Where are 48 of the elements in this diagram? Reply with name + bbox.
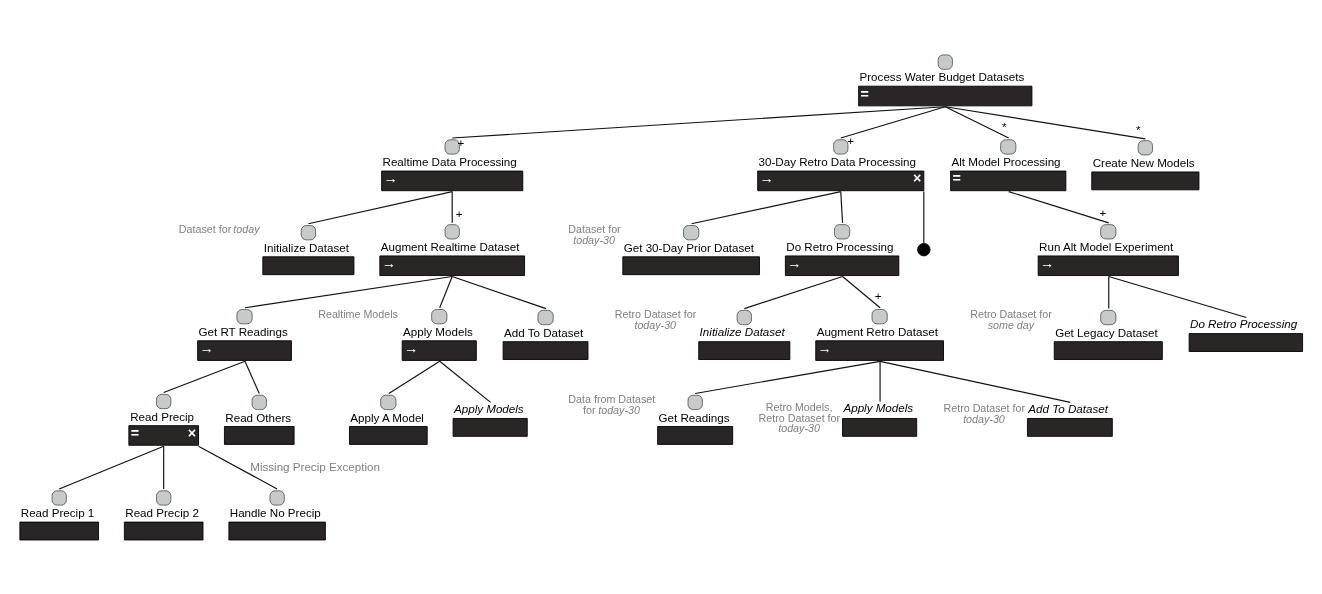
node-label: Data from Dataset for today-30 bbox=[568, 392, 656, 416]
node-label: Retro Dataset for some day bbox=[970, 308, 1052, 331]
node-label: Apply Models bbox=[453, 401, 524, 415]
connector bbox=[451, 275, 547, 310]
edge-label: + bbox=[847, 134, 854, 148]
connector bbox=[691, 191, 842, 225]
connector bbox=[840, 191, 844, 224]
edge-label: + bbox=[874, 289, 882, 303]
connector bbox=[244, 360, 260, 395]
node-circle bbox=[917, 242, 931, 257]
connector bbox=[58, 445, 165, 490]
node-label: Retro Dataset for today-30 bbox=[943, 401, 1025, 425]
connector bbox=[163, 360, 246, 394]
edge-label: Missing Precip Exception bbox=[250, 459, 380, 473]
node-label: Apply Models bbox=[843, 401, 914, 415]
connector bbox=[923, 191, 925, 244]
connector bbox=[388, 360, 441, 395]
connector bbox=[451, 106, 946, 139]
connector bbox=[439, 275, 453, 309]
connector bbox=[944, 106, 1146, 140]
connector bbox=[307, 191, 453, 225]
node-label: Dataset for today bbox=[178, 223, 260, 236]
connector bbox=[244, 275, 453, 309]
connector bbox=[1108, 275, 1247, 319]
connector bbox=[879, 360, 881, 403]
connector bbox=[1108, 275, 1110, 310]
connector bbox=[197, 445, 278, 490]
connector bbox=[879, 360, 1071, 403]
connector bbox=[451, 191, 453, 224]
node-label: Dataset for today-30 bbox=[568, 223, 621, 246]
node-label: Retro Dataset for today-30 bbox=[614, 308, 697, 331]
connector bbox=[694, 360, 881, 395]
connector bbox=[743, 275, 844, 310]
connector bbox=[840, 106, 946, 139]
node-label: Retro Models, Retro Dataset for today-30 bbox=[758, 400, 841, 435]
edge-label: * bbox=[1002, 120, 1007, 134]
node-label: Add To Dataset bbox=[1028, 401, 1108, 415]
edge-label: + bbox=[455, 206, 463, 220]
connector bbox=[439, 360, 492, 403]
edge-label: + bbox=[457, 136, 465, 150]
connector bbox=[163, 445, 165, 490]
edge-label: + bbox=[1099, 205, 1107, 219]
node-label: Realtime Models bbox=[318, 308, 398, 321]
connector bbox=[1008, 191, 1110, 224]
connector bbox=[944, 106, 1010, 139]
edge-label: * bbox=[1136, 122, 1141, 136]
node-label: Do Retro Processing bbox=[1190, 316, 1298, 330]
connector bbox=[841, 275, 881, 309]
